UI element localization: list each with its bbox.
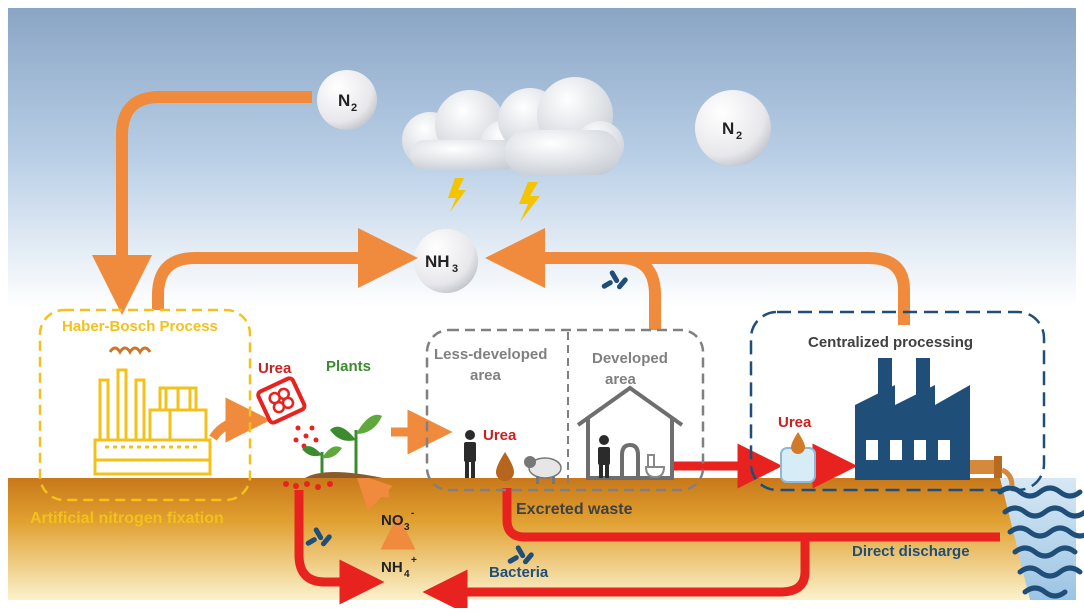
nh4-subscript: 4 — [404, 569, 410, 580]
n2-subscript: 2 — [736, 130, 742, 142]
water-waves — [997, 485, 1084, 599]
orange-flows — [92, 91, 910, 511]
factory-windows — [866, 440, 950, 460]
no3-subscript: 3 — [404, 522, 410, 533]
urea-label-middle: Urea — [483, 427, 517, 444]
fertilizer-spray — [293, 425, 319, 449]
less-developed-label-1: Less-developed — [434, 346, 547, 363]
haber-bosch-label: Haber-Bosch Process — [62, 318, 218, 335]
lightning-icon — [519, 182, 540, 222]
centralized-label: Centralized processing — [808, 334, 973, 351]
developed-to-nh3-branch — [619, 252, 661, 330]
cloud-icon — [402, 90, 530, 170]
developed-label-1: Developed — [592, 350, 668, 367]
urea-to-nh4-arrow — [294, 490, 385, 605]
no3-label: NO — [381, 512, 404, 529]
bacteria-label: Bacteria — [489, 564, 549, 581]
haber-factory-icon — [93, 346, 212, 476]
discharge-pipe-icon — [970, 456, 1015, 487]
haber-bosch-box — [38, 308, 252, 502]
n2-to-haber-arrow — [92, 91, 312, 315]
less-developed-label-2: area — [470, 367, 502, 384]
person-icon — [598, 435, 610, 478]
n2-subscript: 2 — [351, 102, 357, 114]
nh3-label: NH — [425, 252, 450, 271]
direct-discharge-label: Direct discharge — [852, 543, 970, 560]
n2-label: N — [338, 91, 350, 110]
haber-to-urea-arrow — [209, 397, 271, 443]
return-to-nh4-arrow — [422, 537, 810, 613]
n2-bubble-right: N 2 — [695, 90, 771, 166]
fertilizer-dots — [283, 481, 333, 490]
sheep-icon — [524, 456, 562, 484]
nh4-formula: NH 4 + — [381, 555, 417, 580]
cloud-icon — [498, 77, 624, 175]
person-icon — [464, 430, 476, 478]
n2-bubble-top: N 2 — [317, 70, 377, 130]
area-box — [425, 328, 705, 492]
centralized-to-nh3-arrow — [485, 228, 910, 325]
urine-drop-icon — [496, 452, 514, 481]
nh4-label: NH — [381, 559, 403, 576]
urea-label-right: Urea — [778, 414, 812, 431]
no3-superscript: - — [411, 508, 414, 519]
excreted-waste-label: Excreted waste — [516, 501, 633, 518]
plants-label: Plants — [326, 358, 371, 375]
fertilizer-bag-icon — [256, 376, 307, 425]
red-flows — [294, 443, 1000, 613]
no3-to-plants-arrow — [355, 473, 393, 511]
n2-label: N — [722, 119, 734, 138]
bacteria-icon — [507, 545, 534, 565]
house-icon — [576, 385, 684, 480]
centralized-box — [749, 310, 1046, 492]
nh4-superscript: + — [411, 555, 417, 566]
nh3-bubble: NH 3 — [414, 229, 478, 293]
urea-label-left: Urea — [258, 360, 292, 377]
direct-discharge-line — [502, 488, 1000, 542]
artificial-fixation-label: Artificial nitrogen fixation — [30, 510, 224, 527]
nh3-subscript: 3 — [452, 263, 458, 275]
developed-label-2: area — [605, 371, 637, 388]
no3-formula: NO 3 - — [381, 508, 414, 533]
beaker-icon — [780, 432, 816, 483]
bacteria-icon — [305, 527, 332, 547]
toilet-icon — [644, 454, 666, 479]
haber-to-nh3-arrow — [152, 228, 418, 310]
bacteria-icon — [601, 270, 628, 290]
plant-icon — [302, 414, 383, 478]
lightning-icon — [448, 178, 466, 212]
